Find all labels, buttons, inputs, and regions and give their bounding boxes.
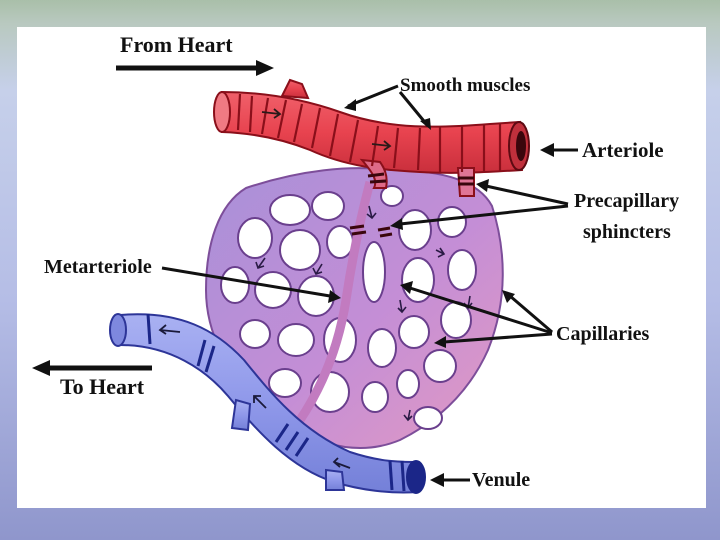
- capillary-network: [204, 167, 504, 449]
- from-heart-label: From Heart: [120, 32, 233, 57]
- arteriole-label: Arteriole: [582, 138, 664, 162]
- precapillary-label-line1: Precapillary: [574, 190, 680, 212]
- from-heart-arrow: [116, 60, 274, 76]
- precapillary-label-line2: sphincters: [583, 221, 671, 243]
- capillaries-label: Capillaries: [556, 323, 650, 345]
- arteriole-vessel: [213, 78, 530, 238]
- metarteriole-label: Metarteriole: [44, 256, 152, 278]
- to-heart-arrow: [32, 360, 152, 376]
- to-heart-label: To Heart: [60, 374, 145, 399]
- leader-lines: [161, 84, 578, 487]
- smooth-muscles-label: Smooth muscles: [400, 75, 531, 96]
- venule-vessel: [109, 313, 426, 494]
- venule-label: Venule: [472, 469, 531, 491]
